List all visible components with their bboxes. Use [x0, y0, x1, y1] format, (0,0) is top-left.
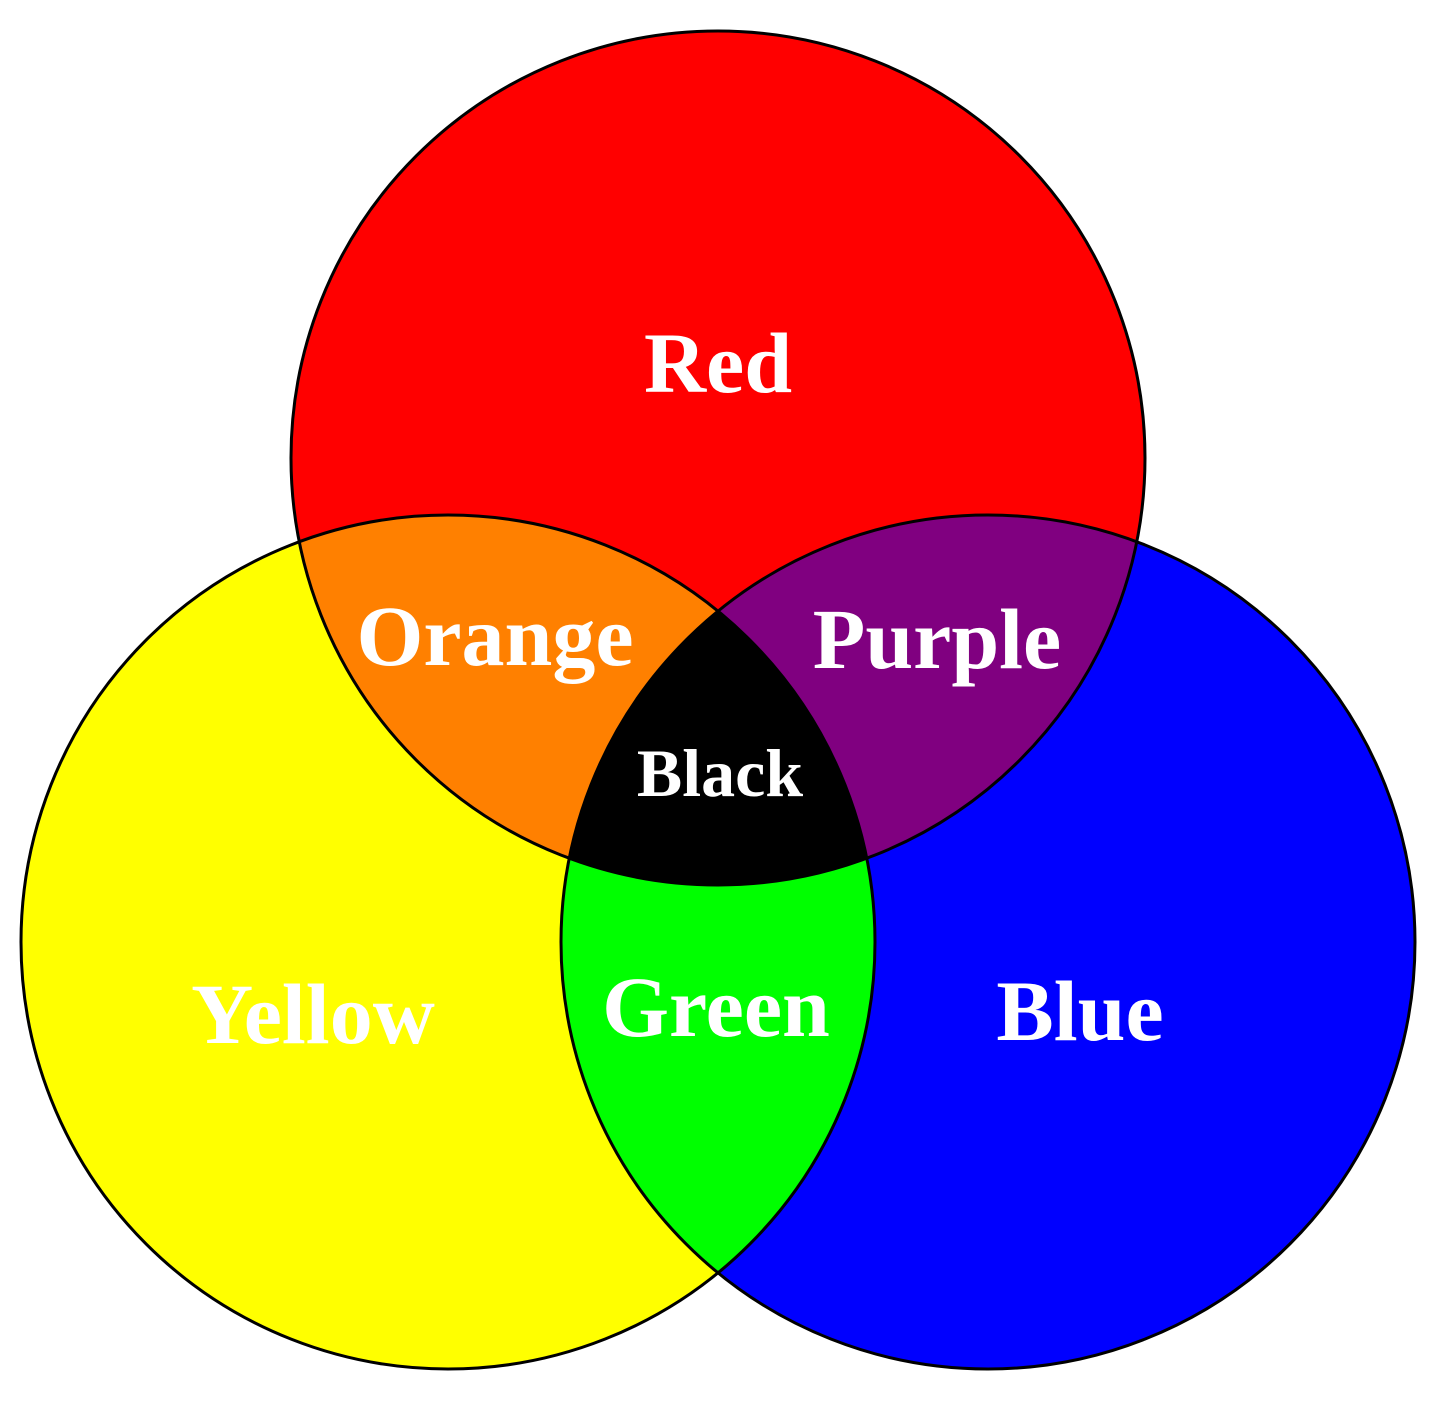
outline-red — [289, 29, 1147, 887]
label-purple: Purple — [813, 591, 1061, 687]
outline-yellow — [19, 513, 877, 1371]
outline-blue — [559, 513, 1417, 1371]
label-orange: Orange — [356, 588, 633, 684]
label-black: Black — [637, 735, 803, 811]
label-red: Red — [644, 315, 792, 411]
label-yellow: Yellow — [191, 966, 435, 1062]
label-green: Green — [602, 959, 830, 1055]
overlap-black — [561, 515, 875, 885]
label-blue: Blue — [996, 963, 1163, 1059]
